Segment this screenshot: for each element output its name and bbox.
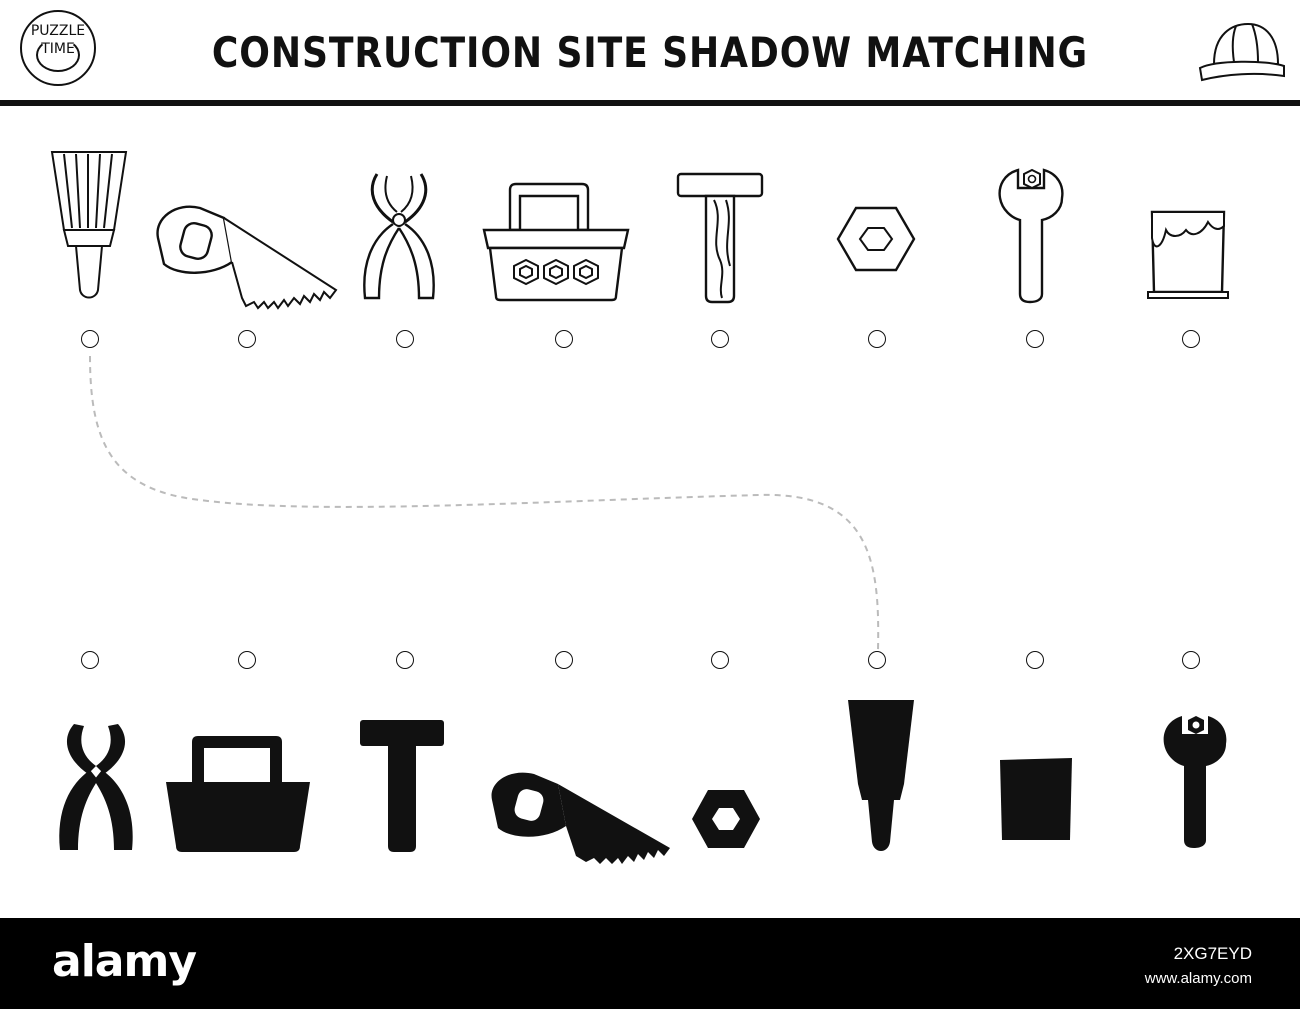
image-id: 2XG7EYD (1173, 944, 1252, 963)
paintbrush-icon[interactable] (50, 150, 130, 302)
toolbox-icon[interactable] (480, 182, 632, 302)
bottom-connector-dot-3[interactable] (396, 651, 414, 669)
top-connector-dot-6[interactable] (868, 330, 886, 348)
watermark-bar: alamy 2XG7EYD www.alamy.com (0, 918, 1300, 1009)
hammer-silhouette-icon[interactable] (356, 716, 448, 854)
paint-can-silhouette-icon[interactable] (996, 756, 1076, 846)
pliers-icon[interactable] (357, 170, 443, 304)
site-url: www.alamy.com (1144, 970, 1252, 987)
hard-hat-icon (1198, 22, 1285, 82)
top-connector-dot-7[interactable] (1026, 330, 1044, 348)
logo-line-1: PUZZLE (30, 23, 86, 39)
bottom-connector-dot-8[interactable] (1182, 651, 1200, 669)
top-connector-dot-2[interactable] (238, 330, 256, 348)
toolbox-silhouette-icon[interactable] (162, 734, 314, 854)
header: PUZZLE TIME CONSTRUCTION SITE SHADOW MAT… (0, 0, 1300, 108)
paint-can-icon[interactable] (1146, 208, 1230, 300)
top-connector-dot-1[interactable] (81, 330, 99, 348)
bottom-connector-dot-4[interactable] (555, 651, 573, 669)
smile-icon (36, 38, 80, 72)
pliers-silhouette-icon[interactable] (54, 720, 140, 854)
hex-nut-icon[interactable] (836, 206, 916, 272)
bottom-connector-dot-1[interactable] (81, 651, 99, 669)
wrench-silhouette-icon[interactable] (1160, 712, 1230, 850)
wrench-icon[interactable] (996, 166, 1066, 304)
hand-saw-icon[interactable] (152, 198, 342, 318)
top-connector-dot-8[interactable] (1182, 330, 1200, 348)
page-title: CONSTRUCTION SITE SHADOW MATCHING (211, 28, 1089, 77)
example-match-line (89, 355, 880, 651)
hex-nut-silhouette-icon[interactable] (690, 788, 762, 850)
logo-line-2: TIME (41, 41, 75, 57)
top-connector-dot-5[interactable] (711, 330, 729, 348)
alamy-logo: alamy (52, 936, 197, 987)
top-connector-dot-3[interactable] (396, 330, 414, 348)
paintbrush-silhouette-icon[interactable] (846, 698, 916, 854)
puzzle-time-logo: PUZZLE TIME (20, 10, 96, 86)
hand-saw-silhouette-icon[interactable] (486, 770, 676, 866)
top-connector-dot-4[interactable] (555, 330, 573, 348)
worksheet: PUZZLE TIME CONSTRUCTION SITE SHADOW MAT… (0, 0, 1300, 866)
bottom-connector-dot-5[interactable] (711, 651, 729, 669)
header-rule (0, 100, 1300, 106)
hammer-icon[interactable] (674, 170, 766, 304)
bottom-connector-dot-2[interactable] (238, 651, 256, 669)
bottom-connector-dot-6[interactable] (868, 651, 886, 669)
bottom-connector-dot-7[interactable] (1026, 651, 1044, 669)
